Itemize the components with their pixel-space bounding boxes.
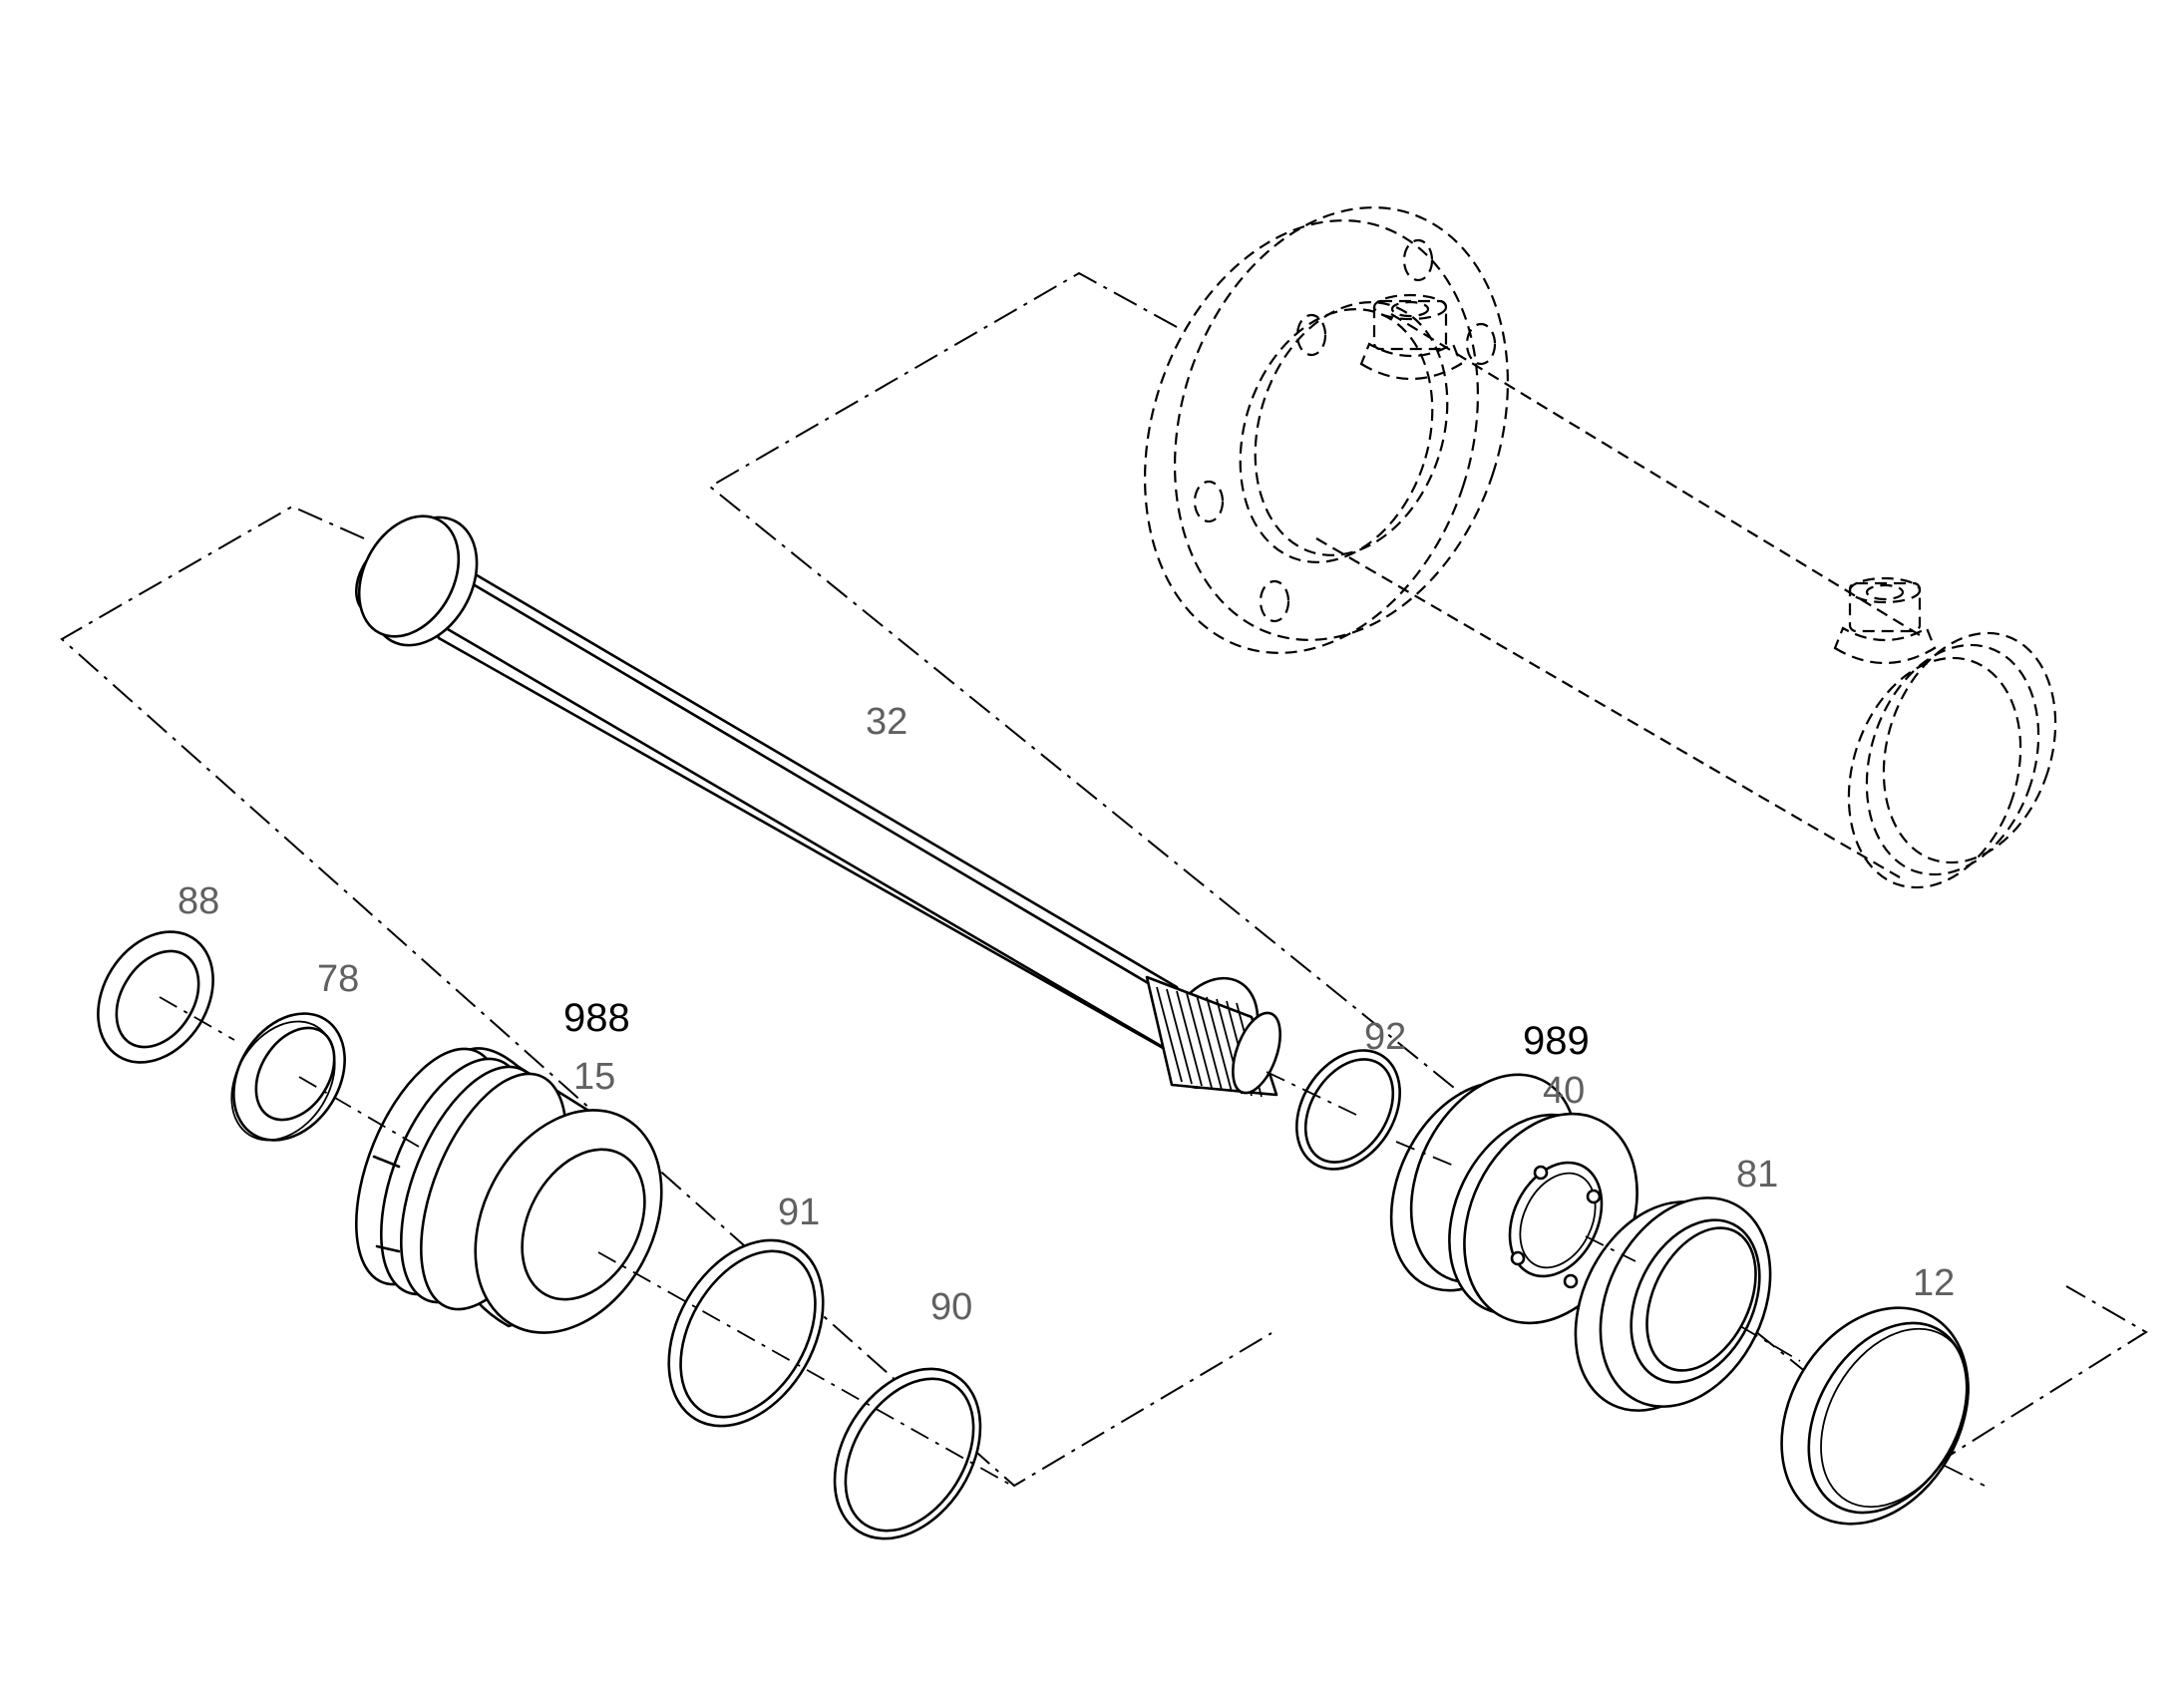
assembly-frame-rod: [60, 505, 1272, 1488]
label-81: 81: [1736, 1154, 1778, 1196]
ring-91-part: [667, 1238, 825, 1428]
label-90: 90: [930, 1286, 972, 1328]
label-12: 12: [1913, 1262, 1955, 1304]
assembly-frame-cylinder: [708, 271, 2148, 1472]
piston-seal-81-part: [1574, 1196, 1772, 1412]
ring-88-part: [97, 930, 214, 1064]
ring-90-part: [833, 1367, 982, 1540]
label-91: 91: [778, 1192, 820, 1233]
piston-rod-part: [354, 514, 1281, 1098]
ring-78-part: [230, 1012, 346, 1142]
label-92: 92: [1364, 1016, 1406, 1058]
label-989: 989: [1523, 1019, 1590, 1063]
label-32: 32: [866, 701, 908, 743]
label-88: 88: [178, 880, 219, 922]
label-40: 40: [1543, 1070, 1585, 1112]
cylinder-barrel-hidden: [1143, 206, 2057, 889]
rod-thread: [1145, 975, 1281, 1098]
gland-15-part: [354, 1047, 663, 1334]
label-15: 15: [573, 1056, 615, 1098]
center-axes: [159, 996, 1986, 1487]
label-988: 988: [563, 996, 630, 1040]
label-78: 78: [317, 958, 359, 1000]
end-cap-12-part: [1780, 1306, 1970, 1526]
